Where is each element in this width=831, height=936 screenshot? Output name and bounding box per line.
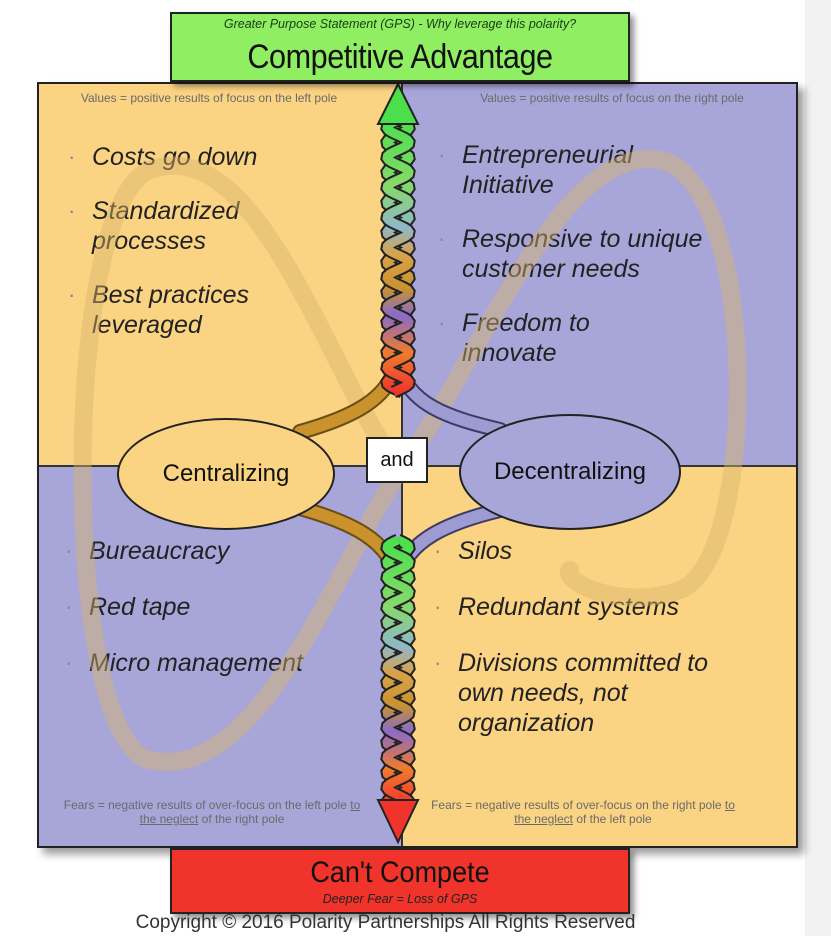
quadrant-note: Fears = negative results of over-focus o… bbox=[431, 798, 735, 826]
values-list-right: ·Entrepreneurial Initiative ·Responsive … bbox=[436, 140, 736, 368]
infinity-loop-right bbox=[391, 149, 747, 607]
quadrant-note: Values = positive results of focus on th… bbox=[80, 91, 338, 105]
list-item: ·Divisions committed to own needs, not o… bbox=[434, 649, 709, 737]
helix-strand-upper-b bbox=[382, 113, 414, 397]
list-item: ·Silos bbox=[434, 537, 513, 565]
helix-twist bbox=[380, 112, 416, 811]
copyright-notice: Copyright © 2016 Polarity Partnerships A… bbox=[135, 912, 636, 933]
bullet-icon: · bbox=[438, 310, 446, 335]
helix-strand-lower-b bbox=[382, 535, 414, 810]
bullet-icon: · bbox=[434, 594, 442, 619]
and-connector: and bbox=[366, 437, 428, 483]
list-item: ·Entrepreneurial Initiative bbox=[438, 141, 633, 199]
list-item: ·Costs go down bbox=[68, 143, 258, 171]
page-margin-strip bbox=[805, 0, 831, 936]
quadrant-bottom-right: ·Silos ·Redundant systems ·Divisions com… bbox=[402, 466, 796, 846]
list-item: ·Micro management bbox=[65, 649, 303, 677]
quadrant-note: Values = positive results of focus on th… bbox=[480, 91, 744, 105]
deeper-fear-label: Deeper Fear = Loss of GPS bbox=[322, 892, 478, 906]
bullet-icon: · bbox=[65, 538, 73, 563]
bullet-icon: · bbox=[68, 282, 76, 307]
fears-list-right: ·Silos ·Redundant systems ·Divisions com… bbox=[432, 536, 752, 738]
left-pole-centralizing: Centralizing bbox=[117, 418, 335, 530]
list-item: ·Redundant systems bbox=[434, 593, 679, 621]
list-item: ·Bureaucracy bbox=[65, 537, 230, 565]
bullet-icon: · bbox=[434, 538, 442, 563]
bullet-icon: · bbox=[438, 226, 446, 251]
page-title: Competitive Advantage bbox=[247, 38, 553, 76]
bullet-icon: · bbox=[68, 198, 76, 223]
infinity-loop bbox=[73, 149, 747, 771]
list-item: ·Responsive to unique customer needs bbox=[438, 225, 703, 283]
quadrant-top-left: Values = positive results of focus on th… bbox=[39, 84, 402, 466]
infinity-loop-left bbox=[73, 156, 409, 771]
arrow-down-icon bbox=[376, 799, 420, 845]
right-pole-decentralizing: Decentralizing bbox=[459, 414, 681, 530]
bullet-icon: · bbox=[68, 144, 76, 169]
bullet-icon: · bbox=[65, 594, 73, 619]
list-item: ·Red tape bbox=[65, 593, 191, 621]
greater-purpose-banner: Greater Purpose Statement (GPS) - Why le… bbox=[170, 12, 630, 82]
quadrant-note: Fears = negative results of over-focus o… bbox=[63, 798, 361, 826]
deeper-fear-title: Can't Compete bbox=[310, 856, 490, 889]
bullet-icon: · bbox=[434, 650, 442, 675]
gps-label: Greater Purpose Statement (GPS) - Why le… bbox=[223, 17, 577, 31]
values-list-left: ·Costs go down ·Standardized processes ·… bbox=[66, 142, 386, 340]
list-item: ·Standardized processes bbox=[68, 197, 240, 255]
list-item: ·Best practices leveraged bbox=[68, 281, 250, 339]
fears-list-left: ·Bureaucracy ·Red tape ·Micro management bbox=[63, 536, 393, 678]
quadrant-top-right: Values = positive results of focus on th… bbox=[402, 84, 796, 466]
arrow-up-icon bbox=[376, 81, 420, 125]
bullet-icon: · bbox=[65, 650, 73, 675]
bullet-icon: · bbox=[438, 142, 446, 167]
deeper-fear-banner: Can't Compete Deeper Fear = Loss of GPS bbox=[170, 848, 630, 914]
list-item: ·Freedom to innovate bbox=[438, 309, 590, 367]
